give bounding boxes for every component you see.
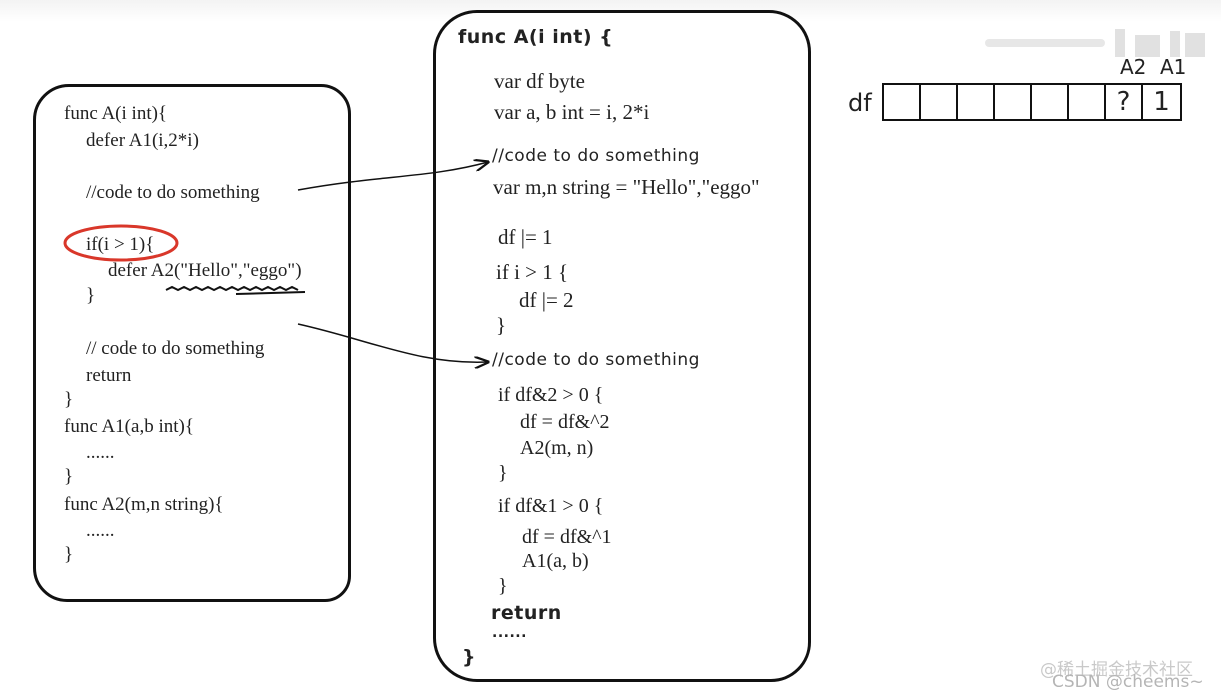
left-code-line: defer A1(i,2*i)	[86, 130, 199, 151]
arrow-second-comment	[297, 323, 488, 362]
mid-code-line: }	[498, 462, 508, 484]
mid-code-line: var df byte	[494, 69, 585, 93]
arrow-first-comment	[297, 162, 488, 191]
mid-code-line: if df&1 > 0 {	[498, 495, 604, 517]
bit-cell	[884, 85, 921, 119]
df-array-label: df	[848, 89, 872, 117]
df-bit-array: ? 1	[882, 83, 1182, 121]
left-code-line: ......	[86, 442, 115, 463]
wavy-underline	[165, 285, 306, 295]
left-code-line: if(i > 1){	[86, 234, 155, 255]
bit-cell-a2: ?	[1106, 85, 1143, 119]
mid-code-line: return	[491, 602, 562, 624]
column-label-a2: A2	[1120, 55, 1147, 79]
mid-code-line: A1(a, b)	[522, 550, 589, 572]
left-code-line: }	[86, 285, 96, 306]
left-code-line: return	[86, 365, 132, 386]
mid-code-line: }	[496, 313, 507, 337]
mid-code-line: if i > 1 {	[496, 260, 569, 284]
left-code-line: func A2(m,n string){	[64, 494, 224, 515]
left-code-line: defer A2("Hello","eggo")	[108, 260, 302, 281]
mid-code-line: df |= 2	[519, 288, 574, 312]
left-code-line: }	[64, 544, 74, 565]
bit-cell	[1032, 85, 1069, 119]
bit-cell-a1: 1	[1153, 87, 1170, 117]
bit-cell	[995, 85, 1032, 119]
bit-cell	[921, 85, 958, 119]
mid-code-line: }	[498, 575, 508, 597]
mid-code-line: A2(m, n)	[520, 437, 594, 459]
watermark-csdn: CSDN @cheems~	[1052, 672, 1204, 692]
mid-code-line: func A(i int) {	[458, 26, 614, 48]
mid-code-line: df = df&^1	[522, 526, 612, 548]
left-code-line: }	[64, 466, 74, 487]
left-code-line: //code to do something	[86, 182, 260, 203]
mid-code-line: //code to do something	[492, 350, 700, 370]
column-label-a1: A1	[1160, 55, 1187, 79]
left-code-line: func A(i int){	[64, 103, 168, 124]
mid-code-line: if df&2 > 0 {	[498, 384, 604, 406]
left-code-line: ......	[86, 520, 115, 541]
left-code-line: func A1(a,b int){	[64, 416, 194, 437]
bit-cell	[1069, 85, 1106, 119]
left-code-panel	[33, 84, 351, 602]
mid-code-line: //code to do something	[492, 146, 700, 166]
mid-code-line: df |= 1	[498, 225, 553, 249]
mid-code-line: var m,n string = "Hello","eggo"	[493, 175, 760, 199]
highlight-circle	[63, 224, 179, 262]
left-code-line: // code to do something	[86, 338, 265, 359]
mid-code-line: }	[462, 646, 477, 668]
bit-cell	[958, 85, 995, 119]
watermark-juejin: @稀土掘金技术社区	[1040, 660, 1193, 680]
mid-code-line: df = df&^2	[520, 411, 610, 433]
compiled-code-panel	[433, 10, 811, 682]
left-code-line: }	[64, 389, 74, 410]
mid-code-line: var a, b int = i, 2*i	[494, 100, 650, 124]
mid-code-line: ......	[492, 625, 527, 641]
channel-logo-watermark	[985, 29, 1205, 57]
